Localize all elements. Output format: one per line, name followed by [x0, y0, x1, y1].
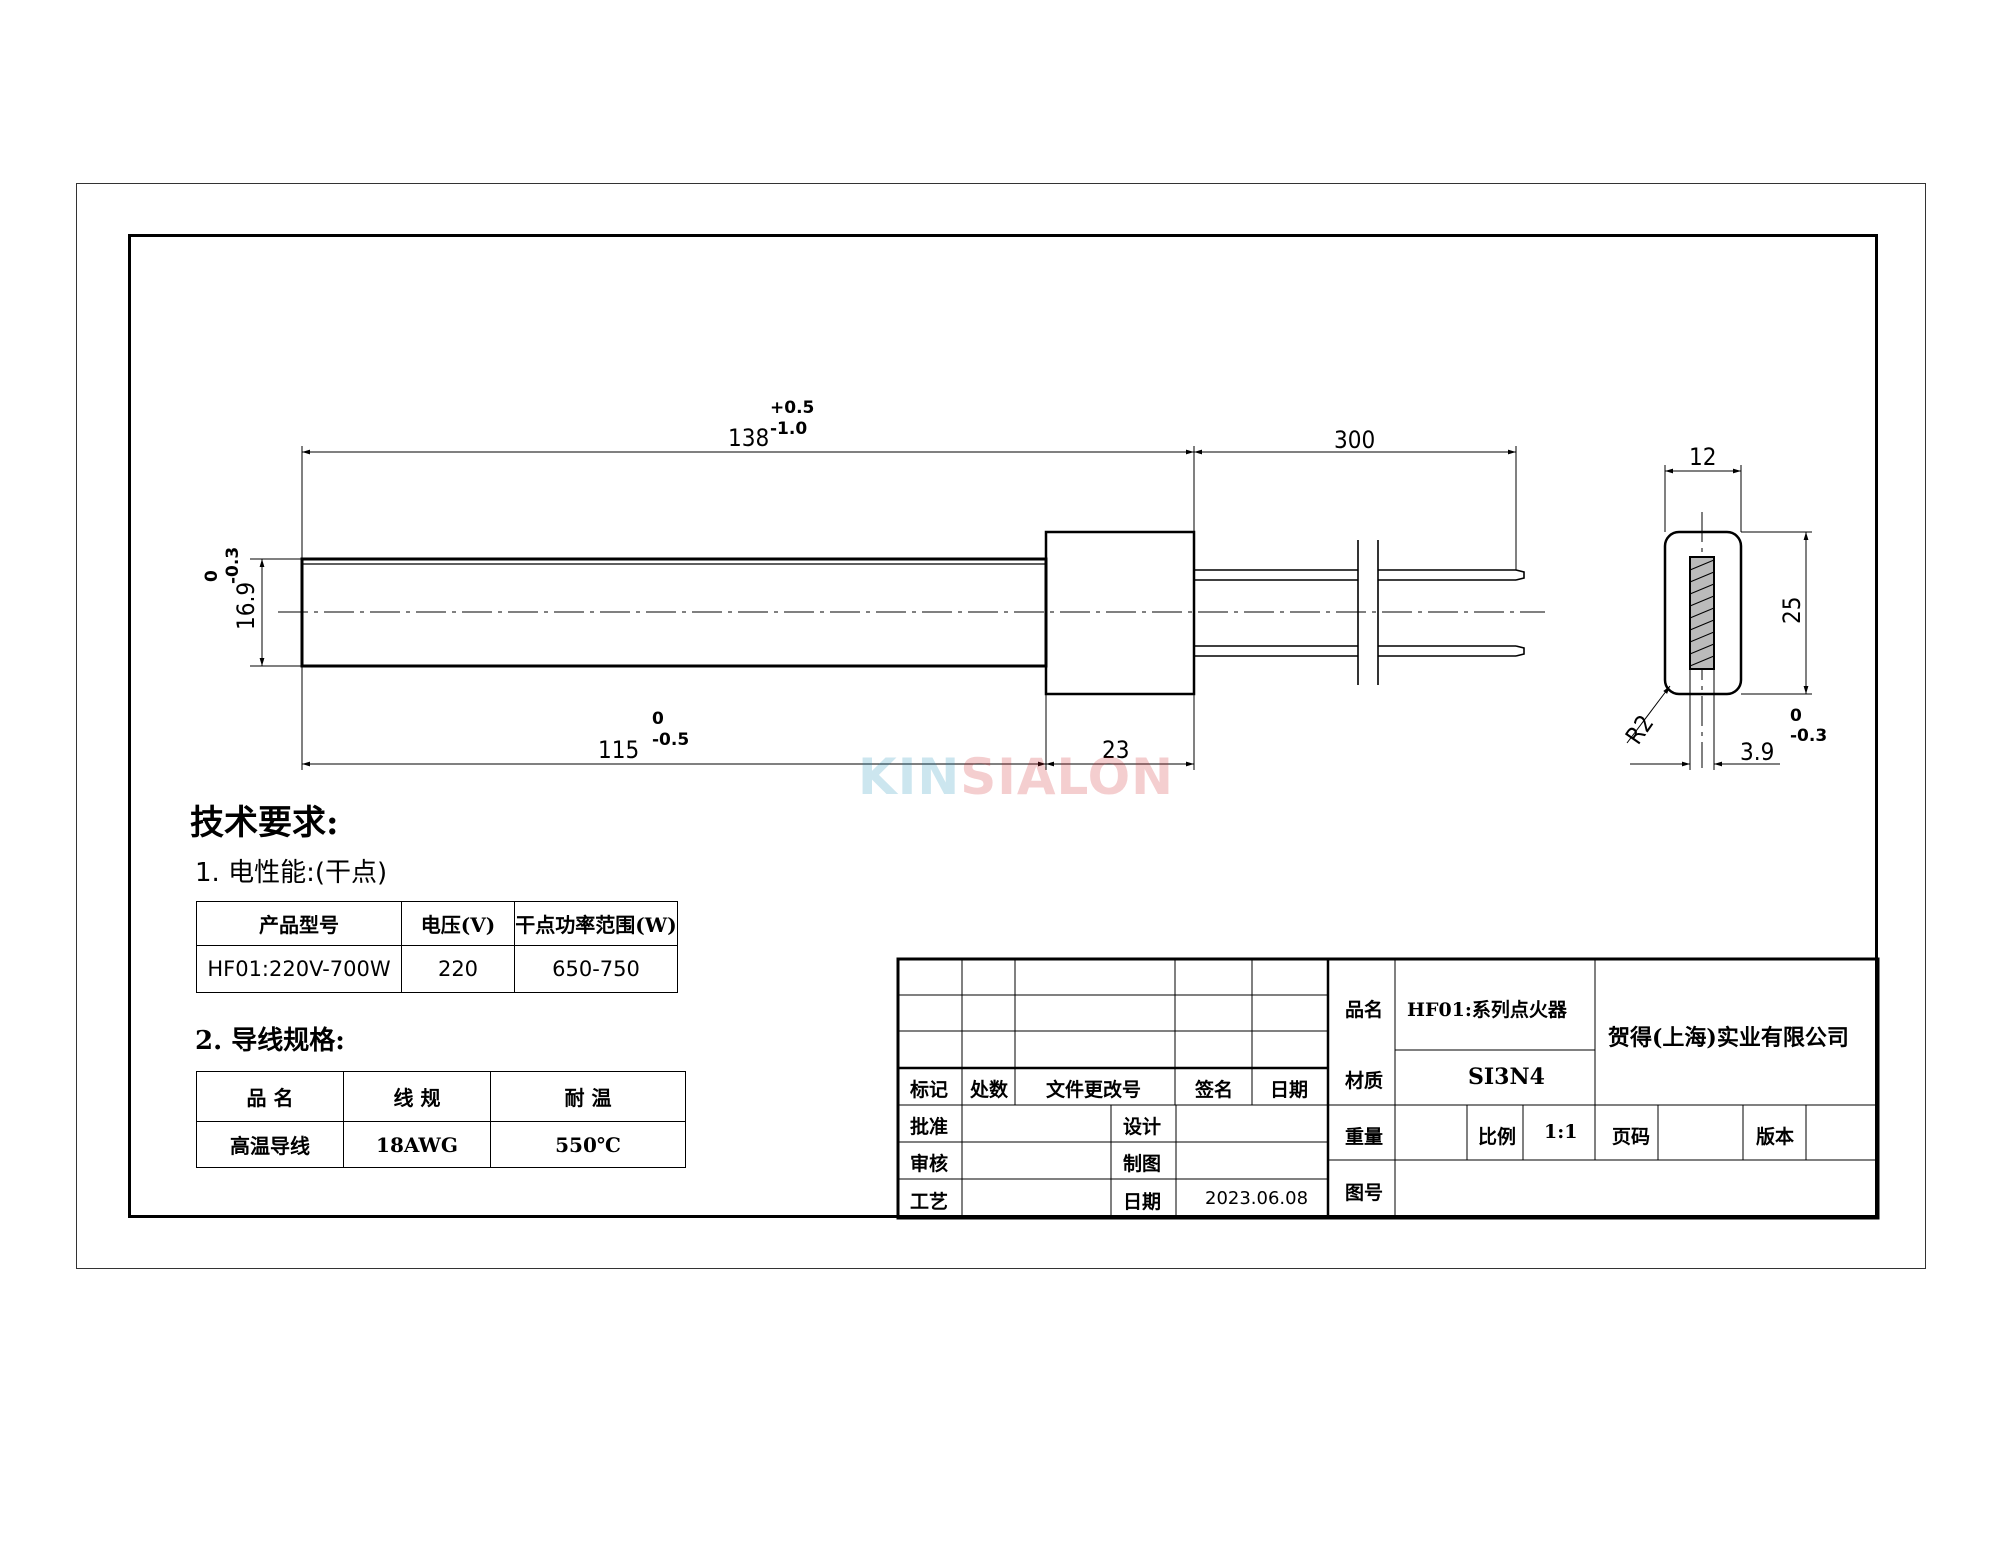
tb-scale-label: 比例	[1478, 1126, 1517, 1148]
dim-thickness-tol-upper: 0	[1790, 706, 1802, 726]
electrical-table: 产品型号 电压(V) 干点功率范围(W) HF01:220V-700W 220 …	[196, 901, 678, 993]
tb-rev-sign: 签名	[1195, 1079, 1234, 1101]
watermark-logo: KINSIALON	[858, 748, 1174, 806]
electrical-header-model: 产品型号	[196, 901, 402, 946]
dim-rod-length: 115	[598, 736, 639, 764]
dim-end-width: 12	[1689, 443, 1716, 471]
dim-overall-length-tol-lower: -1.0	[770, 419, 807, 439]
drawing-outer-border	[76, 183, 1926, 1269]
wire-cell-temp: 550℃	[490, 1121, 686, 1168]
wire-header-gauge: 线 规	[343, 1071, 491, 1122]
dim-rod-diameter: 16.9	[232, 582, 260, 630]
tb-rev-mark: 标记	[910, 1079, 949, 1101]
wire-section-title: 2. 导线规格:	[195, 1026, 345, 1056]
tb-design-label: 设计	[1123, 1116, 1162, 1138]
tb-rev-doc: 文件更改号	[1046, 1079, 1142, 1101]
tb-version-label: 版本	[1756, 1126, 1795, 1148]
title-block-grid	[896, 957, 1880, 1220]
tb-scale: 1:1	[1544, 1121, 1578, 1143]
tb-date-label: 日期	[1123, 1191, 1162, 1213]
dim-head-length: 23	[1102, 736, 1129, 764]
tb-product-name: HF01:系列点火器	[1407, 999, 1567, 1021]
wire-header-temp: 耐 温	[490, 1071, 686, 1122]
wire-header-name: 品 名	[196, 1071, 344, 1122]
tb-rev-count: 处数	[970, 1079, 1009, 1101]
tb-material: SI3N4	[1468, 1064, 1545, 1090]
electrical-header-power: 干点功率范围(W)	[514, 901, 678, 946]
electrical-cell-model: HF01:220V-700W	[196, 945, 402, 993]
wire-cell-gauge: 18AWG	[343, 1121, 491, 1168]
requirements-heading: 技术要求:	[190, 803, 339, 843]
tb-weight-label: 重量	[1345, 1126, 1384, 1148]
dim-corner-radius: R2	[1620, 710, 1659, 750]
tb-drafting-label: 制图	[1123, 1153, 1162, 1175]
tb-company: 贺得(上海)实业有限公司	[1608, 1025, 1849, 1051]
electrical-header-voltage: 电压(V)	[401, 901, 515, 946]
lead-wires	[1194, 540, 1525, 685]
center-lines	[278, 512, 1703, 768]
dim-overall-length-tol-upper: +0.5	[770, 398, 814, 418]
tb-date-value: 2023.06.08	[1205, 1188, 1309, 1209]
wire-cell-name: 高温导线	[196, 1121, 344, 1168]
tb-rev-date: 日期	[1270, 1079, 1309, 1101]
dim-rod-diameter-tol-lower: -0.3	[223, 547, 243, 584]
wire-table: 品 名 线 规 耐 温 高温导线 18AWG 550℃	[196, 1071, 686, 1168]
dim-lead-length: 300	[1334, 426, 1375, 454]
dim-rod-length-tol-upper: 0	[652, 709, 664, 729]
tb-review-label: 审核	[910, 1153, 949, 1175]
tb-material-label: 材质	[1345, 1070, 1384, 1092]
dim-thickness: 3.9	[1740, 738, 1774, 766]
dim-overall-length: 138	[728, 424, 769, 452]
ignitor-head	[1044, 530, 1196, 696]
electrical-cell-voltage: 220	[401, 945, 515, 993]
dimension-labels: 138 +0.5 -1.0 300 16.9 0 -0.3 115 0 -0.5…	[202, 398, 1827, 766]
dim-end-height: 25	[1778, 597, 1806, 624]
tb-product-name-label: 品名	[1345, 999, 1384, 1021]
electrical-section-title: 1. 电性能:(干点)	[195, 858, 388, 888]
dim-thickness-tol-lower: -0.3	[1790, 726, 1827, 746]
tb-process-label: 工艺	[910, 1191, 949, 1213]
dimension-lines	[250, 446, 1812, 770]
tb-page-label: 页码	[1612, 1126, 1651, 1148]
tb-approve-label: 批准	[910, 1116, 949, 1138]
tb-drawing-no-label: 图号	[1345, 1182, 1384, 1204]
dim-rod-diameter-tol-upper: 0	[202, 570, 222, 582]
electrical-cell-power: 650-750	[514, 945, 678, 993]
dim-rod-length-tol-lower: -0.5	[652, 730, 689, 750]
end-view	[1663, 530, 1743, 696]
